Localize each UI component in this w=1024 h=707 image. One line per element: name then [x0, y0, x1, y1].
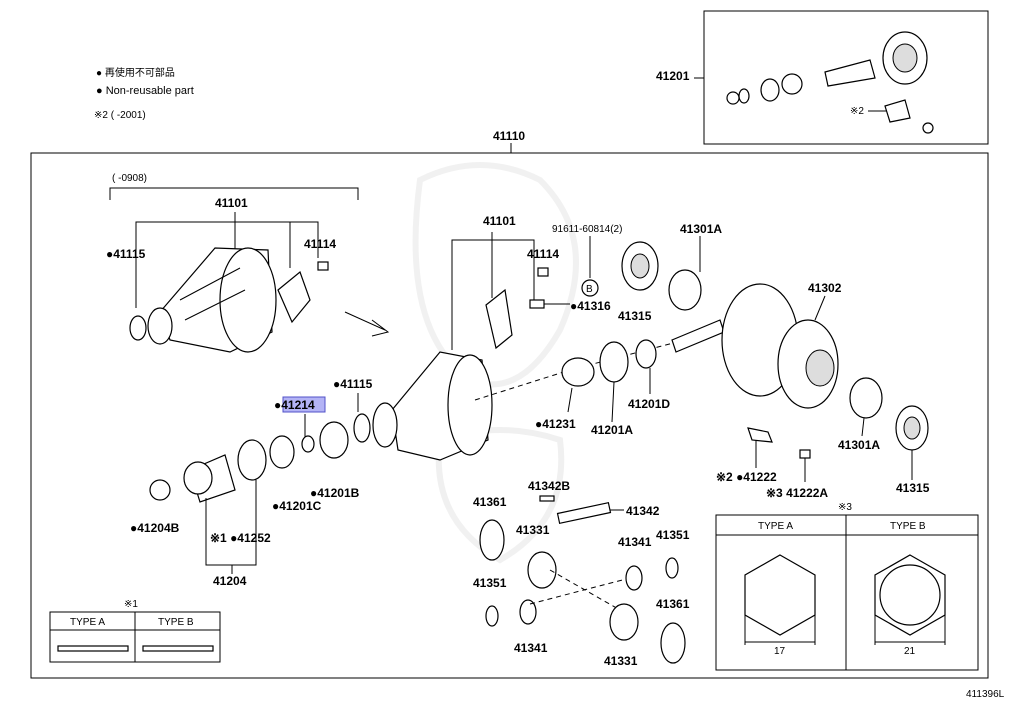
bearing-upper — [621, 241, 702, 311]
label-41201: 41201 — [656, 69, 690, 83]
label-41315-bottom: 41315 — [896, 481, 930, 495]
typebox3-b-label: TYPE B — [890, 521, 926, 532]
main-frame — [30, 152, 989, 679]
label-41341-bottom: 41341 — [514, 641, 548, 655]
bolt-41114 — [537, 267, 549, 277]
typebox1-b-shape — [142, 645, 214, 652]
legend-line-jp: ● 再使用不可部品 — [96, 66, 175, 79]
typebox3-a-hex — [744, 554, 816, 636]
label-41101-left: 41101 — [215, 196, 248, 210]
typebox1-a-shape — [57, 645, 129, 652]
label-41201A: 41201A — [591, 423, 633, 437]
cap-left — [277, 261, 329, 324]
washer-41351-right — [665, 557, 679, 579]
typebox3-mark: ※3 — [838, 502, 852, 513]
label-s2-inset: ※2 — [850, 106, 864, 117]
label-41115-left: ●41115 — [106, 247, 146, 261]
legend-line-en: ● Non-reusable part — [96, 85, 194, 97]
carrier-housing-left — [129, 247, 277, 353]
washer-41351-left — [485, 605, 499, 627]
label-41214[interactable]: ●41214 — [274, 398, 315, 412]
label-41315-top: 41315 — [618, 309, 652, 323]
label-41110: 41110 — [493, 129, 525, 143]
pinion-41341-left — [519, 599, 537, 625]
direction-arrow — [344, 311, 390, 337]
label-41101-right: 41101 — [483, 214, 516, 228]
label-41114-left: 41114 — [304, 237, 336, 251]
diagram-code: 411396L — [966, 689, 1005, 700]
label-41342B: 41342B — [528, 479, 570, 493]
drive-shaft-parts — [149, 421, 349, 503]
b-marker-text: B — [586, 284, 593, 295]
legend-note2: ※2 ( -2001) — [94, 110, 146, 121]
label-41201D: 41201D — [628, 397, 670, 411]
label-41301A-top: 41301A — [680, 222, 722, 236]
differential-assembly — [671, 283, 929, 451]
pinion-41341-right — [625, 565, 643, 591]
typebox3-dim-b: 21 — [904, 646, 916, 657]
label-41301A-bottom: 41301A — [838, 438, 880, 452]
label-41204: 41204 — [213, 574, 247, 588]
shaft-41342 — [556, 501, 612, 525]
typebox1-a-label: TYPE A — [70, 617, 105, 628]
plug-41316 — [529, 299, 545, 309]
typebox3-a-label: TYPE A — [758, 521, 793, 532]
carrier-housing-main — [353, 351, 493, 461]
label-41222A: ※3 41222A — [766, 486, 828, 500]
label-41231: ●41231 — [535, 417, 576, 431]
pinion-bearings — [561, 339, 657, 387]
label-41252: ※1 ●41252 — [210, 531, 271, 545]
label-41115-mid: ●41115 — [333, 377, 373, 391]
washer-41361-right — [660, 622, 686, 664]
label-41114-right: 41114 — [527, 247, 559, 261]
highlight-41214 — [282, 396, 326, 413]
label-41361-right: 41361 — [656, 597, 690, 611]
label-41302: 41302 — [808, 281, 842, 295]
watermark — [412, 162, 579, 564]
label-41201B: ●41201B — [310, 486, 360, 500]
typebox3 — [715, 514, 979, 671]
label-91611: 91611-60814(2) — [552, 224, 622, 235]
label-41204B: ●41204B — [130, 521, 180, 535]
typebox3-b-flange — [879, 564, 941, 626]
typebox3-dim-a: 17 — [774, 646, 786, 657]
gear-41331-bottom — [609, 603, 639, 641]
cap-right — [485, 288, 513, 350]
gear-41331-top — [527, 551, 557, 589]
label-41341-right: 41341 — [618, 535, 652, 549]
label-41201C: ●41201C — [272, 499, 322, 513]
label-41316: ●41316 — [570, 299, 611, 313]
label-41351-right: 41351 — [656, 528, 690, 542]
pin-41342B — [539, 495, 555, 502]
typebox1-mark: ※1 — [124, 599, 138, 610]
b-marker — [581, 279, 599, 297]
label-range-0908: ( -0908) — [112, 173, 147, 184]
sensor-41222 — [747, 427, 811, 459]
typebox1-b-label: TYPE B — [158, 617, 194, 628]
inset-parts — [726, 31, 934, 134]
label-41361-left: 41361 — [473, 495, 507, 509]
label-41351-left: 41351 — [473, 576, 507, 590]
label-41331-top: 41331 — [516, 523, 550, 537]
washer-41361-left — [479, 519, 505, 561]
label-41342: 41342 — [626, 504, 660, 518]
label-41222: ※2 ●41222 — [716, 470, 777, 484]
label-41331-bottom: 41331 — [604, 654, 638, 668]
